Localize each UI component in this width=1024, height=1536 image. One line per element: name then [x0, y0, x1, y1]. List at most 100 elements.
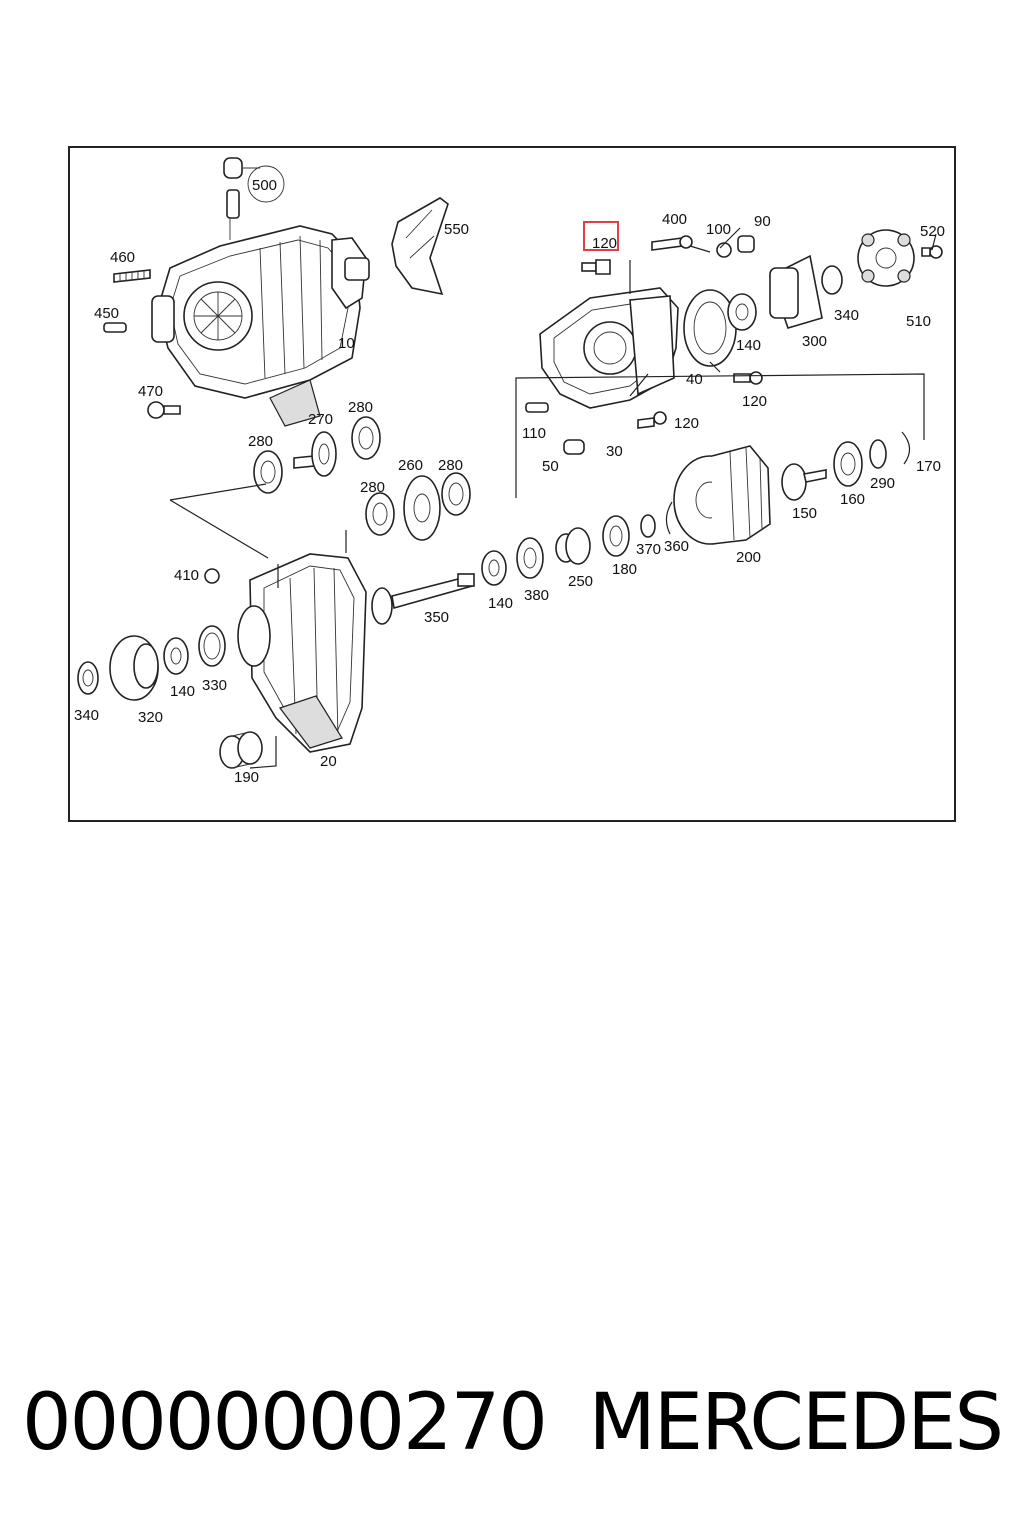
label-320: 320 [138, 709, 163, 726]
label-470: 470 [138, 383, 163, 400]
bolt-470 [147, 401, 181, 419]
exploded-view-drawing: 500 550 460 450 10 470 120 400 100 90 52… [74, 157, 945, 786]
seal-330 [198, 625, 226, 667]
gear-150 [781, 463, 827, 501]
label-200: 200 [736, 549, 761, 566]
pin-500 [223, 157, 285, 240]
label-550: 550 [444, 221, 469, 238]
label-150: 150 [792, 505, 817, 522]
label-280-d: 280 [438, 457, 463, 474]
pin-110 [525, 402, 549, 413]
label-20: 20 [320, 753, 337, 770]
bearing-160 [833, 441, 863, 487]
joint-510 [857, 229, 915, 287]
label-330: 330 [202, 677, 227, 694]
label-90: 90 [754, 213, 771, 230]
bearing-190 [219, 731, 263, 769]
label-300: 300 [802, 333, 827, 350]
clip-410 [204, 568, 220, 584]
label-520: 520 [920, 223, 945, 240]
housing-20 [237, 553, 367, 753]
gear-270 [293, 431, 337, 477]
label-290: 290 [870, 475, 895, 492]
label-180: 180 [612, 561, 637, 578]
label-120-mid: 120 [742, 393, 767, 410]
label-250: 250 [568, 573, 593, 590]
flange-320 [109, 635, 159, 701]
label-500: 500 [252, 177, 277, 194]
flange-300 [769, 254, 823, 329]
label-410: 410 [174, 567, 199, 584]
gear-250 [555, 527, 591, 565]
bolt-120-highlighted [581, 259, 611, 275]
label-450: 450 [94, 305, 119, 322]
bearing-280-b [351, 416, 381, 460]
bearing-280-c [365, 492, 395, 536]
label-160: 160 [840, 491, 865, 508]
label-280-b: 280 [348, 399, 373, 416]
label-140-top: 140 [736, 337, 761, 354]
housing-30 [539, 287, 679, 409]
label-120-highlighted: 120 [592, 235, 617, 252]
bearing-280-d [441, 472, 471, 516]
label-100: 100 [706, 221, 731, 238]
group-bracket [515, 373, 925, 498]
label-30: 30 [606, 443, 623, 460]
bolt-520 [921, 245, 943, 259]
part-number: 00000000270 [22, 1378, 548, 1468]
clip-360 [665, 501, 673, 535]
bearing-380 [516, 537, 544, 579]
washer-100 [716, 242, 732, 258]
housing-10 [151, 225, 370, 427]
ring-370 [640, 514, 656, 538]
bolt-120-low [637, 411, 667, 429]
bearing-280-a [253, 450, 283, 494]
label-350: 350 [424, 609, 449, 626]
label-140-mid: 140 [488, 595, 513, 612]
label-10: 10 [338, 335, 355, 352]
carrier-200 [673, 445, 771, 545]
nut-340-low [77, 661, 99, 695]
bearing-140-top [727, 293, 757, 331]
plug-50 [563, 439, 585, 455]
label-380: 380 [524, 587, 549, 604]
label-460: 460 [110, 249, 135, 266]
plug-90 [737, 235, 755, 253]
label-140-low: 140 [170, 683, 195, 700]
gear-260 [403, 475, 441, 541]
label-50: 50 [542, 458, 559, 475]
label-270: 270 [308, 411, 333, 428]
bracket-550 [391, 197, 449, 296]
label-370: 370 [636, 541, 661, 558]
label-280-c: 280 [360, 479, 385, 496]
label-400: 400 [662, 211, 687, 228]
brand-name: MERCEDES [588, 1378, 1004, 1468]
cover-40 [683, 289, 737, 367]
label-170: 170 [916, 458, 941, 475]
clip-170 [901, 431, 911, 465]
label-110: 110 [522, 425, 546, 442]
bearing-180 [602, 515, 630, 557]
label-280-a: 280 [248, 433, 273, 450]
bolt-400 [651, 235, 693, 251]
stud-460 [113, 269, 151, 283]
label-510: 510 [906, 313, 931, 330]
bolt-120-mid [733, 371, 763, 385]
pin-450 [103, 322, 127, 333]
callout-labels: 500 550 460 450 10 470 120 400 100 90 52… [74, 177, 945, 786]
shaft-350 [371, 573, 475, 625]
highlight-box-120 [583, 221, 619, 251]
label-260: 260 [398, 457, 423, 474]
footer: 00000000270 MERCEDES [0, 1370, 1024, 1480]
label-340-low: 340 [74, 707, 99, 724]
label-190: 190 [234, 769, 259, 786]
bearing-140-mid [481, 550, 507, 586]
nut-340-top [821, 265, 843, 295]
label-40: 40 [686, 371, 703, 388]
bearing-140-low [163, 637, 189, 675]
label-340-top: 340 [834, 307, 859, 324]
label-360: 360 [664, 538, 689, 555]
label-120-low: 120 [674, 415, 699, 432]
ring-290 [869, 439, 887, 469]
parts-diagram: 500 550 460 450 10 470 120 400 100 90 52… [68, 146, 956, 822]
